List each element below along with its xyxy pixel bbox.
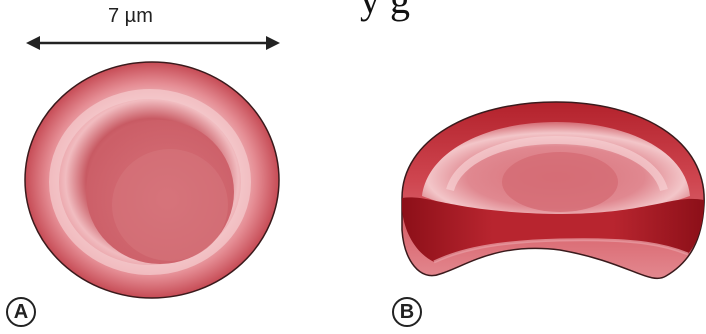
arrowhead-left-icon [26,36,40,50]
arrowhead-right-icon [266,36,280,50]
panel-label-b: B [392,297,422,327]
rbc-side-view [402,102,704,278]
panel-label-a: A [6,297,36,327]
diameter-arrow [26,36,280,50]
rbc-face-view [25,62,279,298]
